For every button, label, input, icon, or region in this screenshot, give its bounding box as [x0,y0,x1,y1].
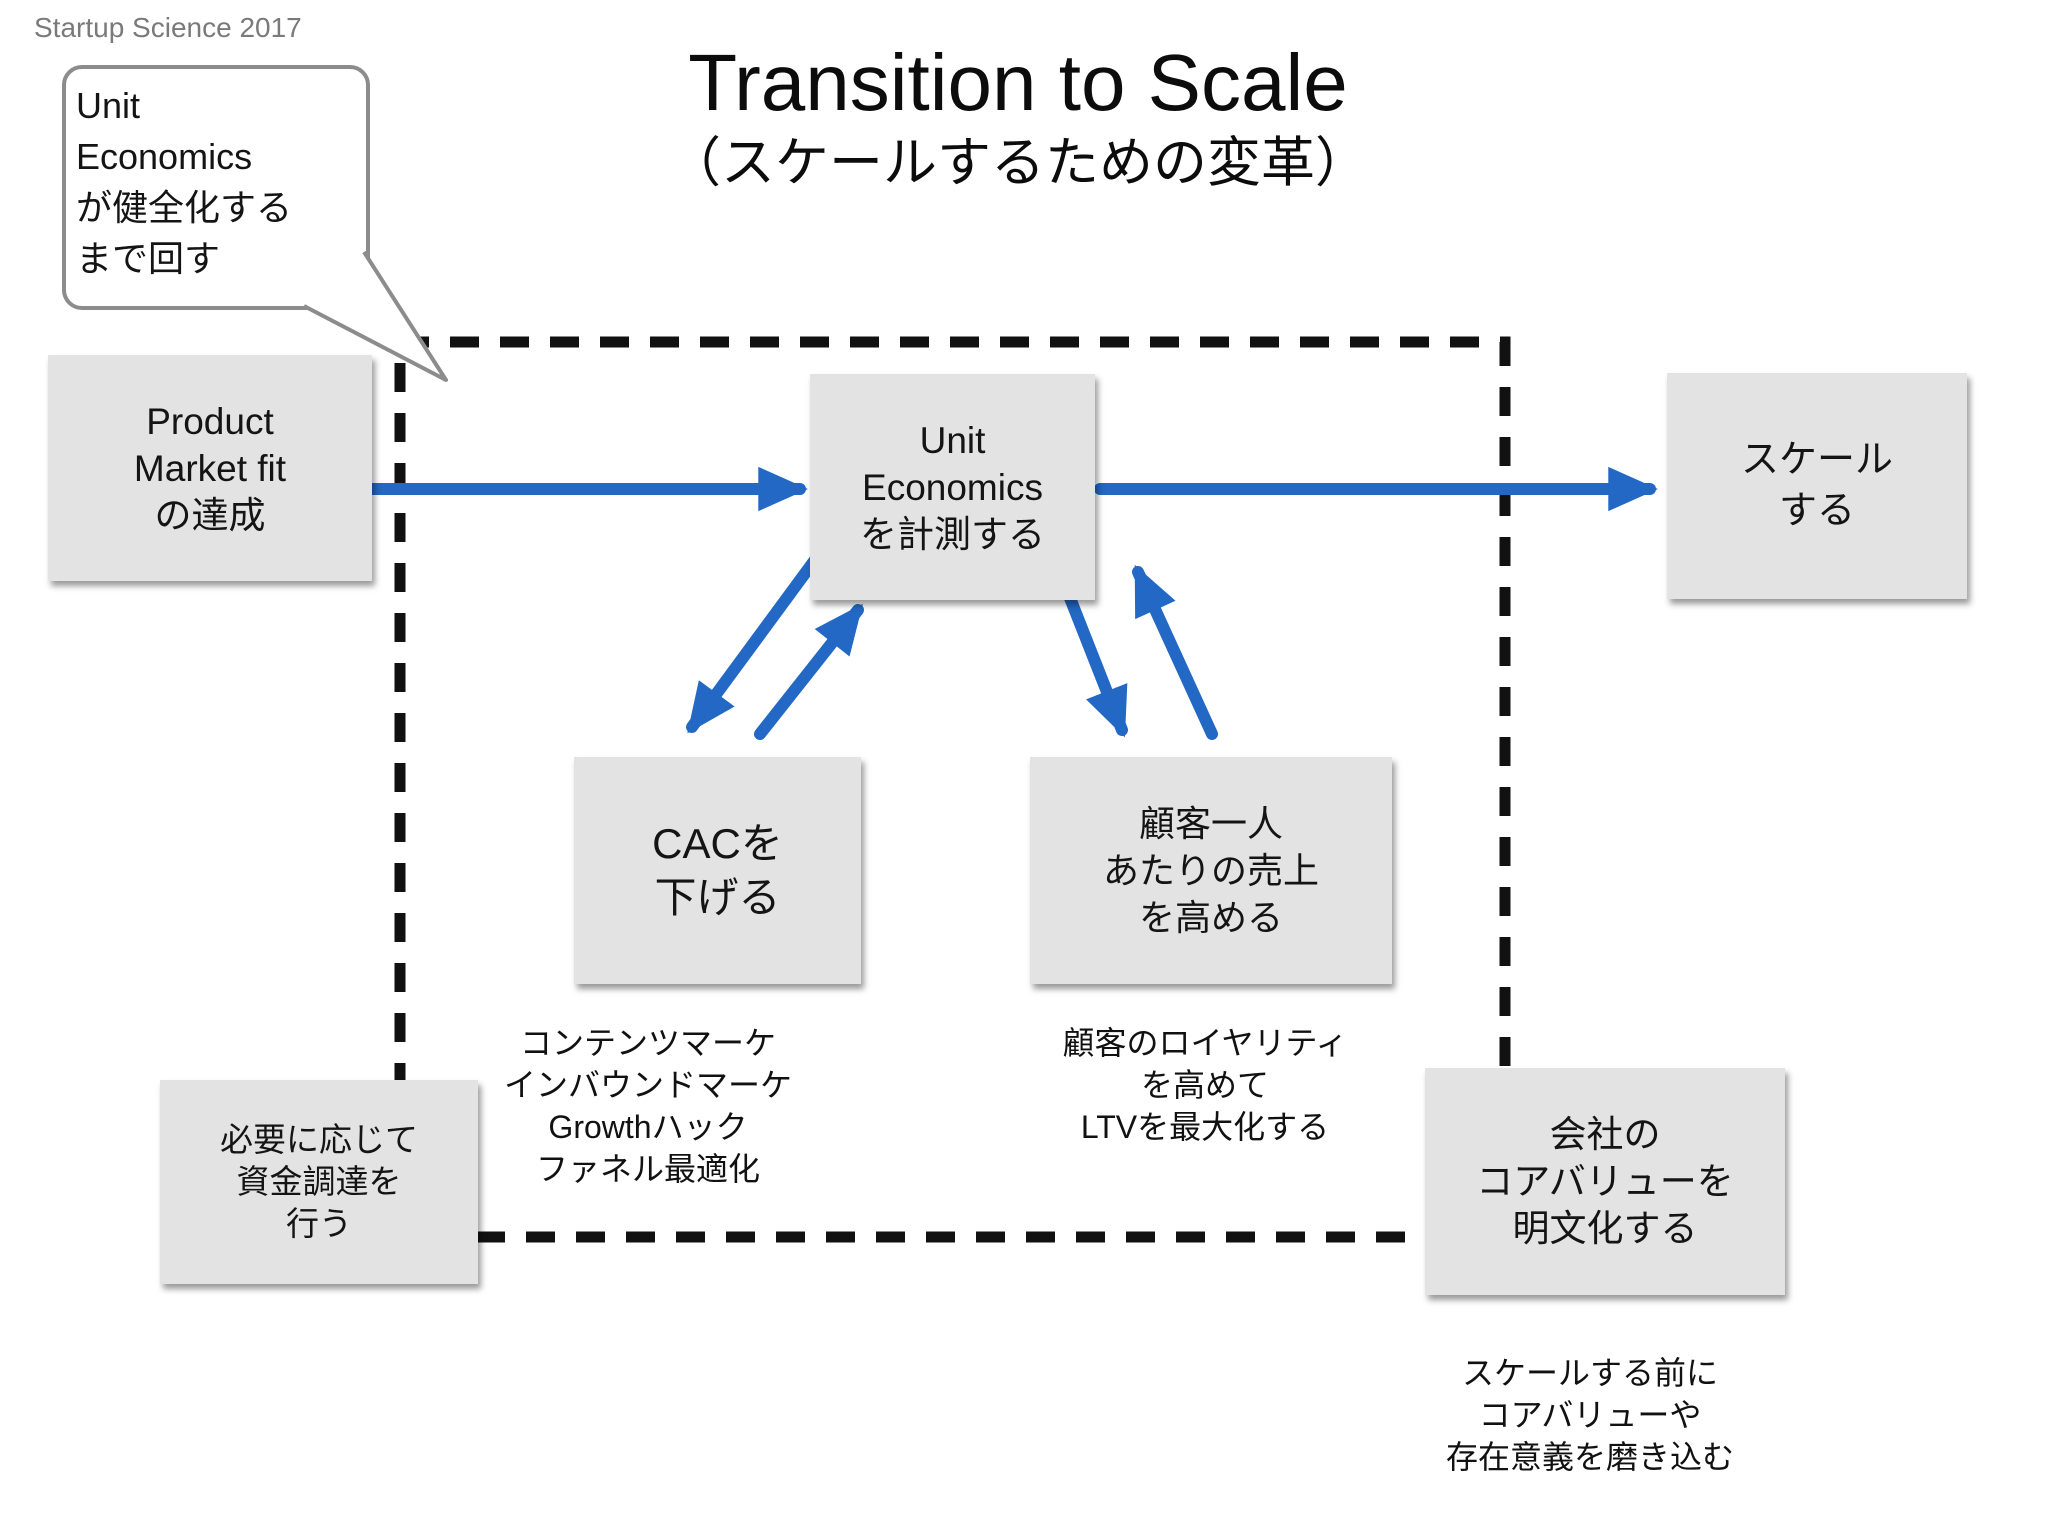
box-fundraising-as-needed: 必要に応じて資金調達を行う [160,1080,478,1284]
text-line: 会社の [1549,1114,1661,1155]
arrow-group [366,466,1658,740]
text-line: スケールする前に [1461,1355,1718,1391]
note-polish-core-values: スケールする前にコアバリューや存在意義を磨き込む [1370,1352,1810,1478]
text-line: LTVを最大化する [1080,1109,1330,1145]
arrow-cac-to-unit-economics [754,603,864,740]
text-line: 資金調達を [236,1163,402,1200]
text-line: を計測する [860,513,1045,555]
text-line: コアバリューや [1478,1397,1702,1433]
credit-label: Startup Science 2017 [34,12,302,43]
note-maximize-ltv: 顧客のロイヤリティを高めて LTVを最大化する [1005,1022,1405,1148]
text-line: Unit [76,85,141,126]
arrow-unit-economics-to-revenue [1064,592,1128,738]
text-line: インバウンドマーケ [503,1067,792,1103]
text-line: コアバリューを [1476,1161,1734,1202]
page-subtitle: （スケールするための変革） [667,133,1369,193]
header: Transition to Scale （スケールするための変革） [518,40,1518,194]
box-lower-cac: CACを下げる [574,757,861,984]
text-line: 必要に応じて [220,1121,418,1158]
arrow-unit-economics-to-cac [686,547,826,734]
text-line: 行う [286,1205,352,1242]
arrow-revenue-to-unit-economics [1132,564,1218,740]
box-raise-revenue-per-customer: 顧客一人あたりの売上を高める [1030,757,1392,984]
text-line: Growthハック [548,1109,748,1145]
text-line: Economics [76,136,253,177]
box-scale: スケールする [1667,373,1967,599]
text-line: Unit [919,419,986,461]
text-line: 顧客のロイヤリティ [1062,1025,1348,1061]
text-line: スケール [1740,439,1893,481]
dashed-boundary [394,336,1511,1243]
text-line: 下げる [654,873,781,921]
text-line: 存在意義を磨き込む [1445,1439,1734,1475]
text-line: Product [146,400,274,442]
page-title: Transition to Scale [688,38,1348,127]
speech-bubble-tail [303,250,448,382]
text-line: CACを [652,819,783,867]
text-line: を高めて [1140,1067,1269,1103]
text-line: ファネル最適化 [535,1151,760,1187]
text-line: あたりの売上 [1102,850,1319,891]
speech-bubble [62,65,370,310]
text-line: Economics [862,466,1043,508]
text-line: する [1778,490,1855,532]
text-line: を高める [1138,897,1283,938]
text-line: 明文化する [1512,1208,1698,1249]
text-line: Market fit [133,447,287,489]
text-line: の達成 [154,494,266,536]
text-line: コンテンツマーケ [519,1025,776,1061]
text-line: まで回す [76,238,221,279]
box-codify-core-values: 会社のコアバリューを明文化する [1425,1068,1785,1295]
note-cac-methods: コンテンツマーケインバウンドマーケ Growthハックファネル最適化 [448,1022,848,1190]
text-line: が健全化する [76,187,293,228]
text-line: 顧客一人 [1138,803,1283,844]
